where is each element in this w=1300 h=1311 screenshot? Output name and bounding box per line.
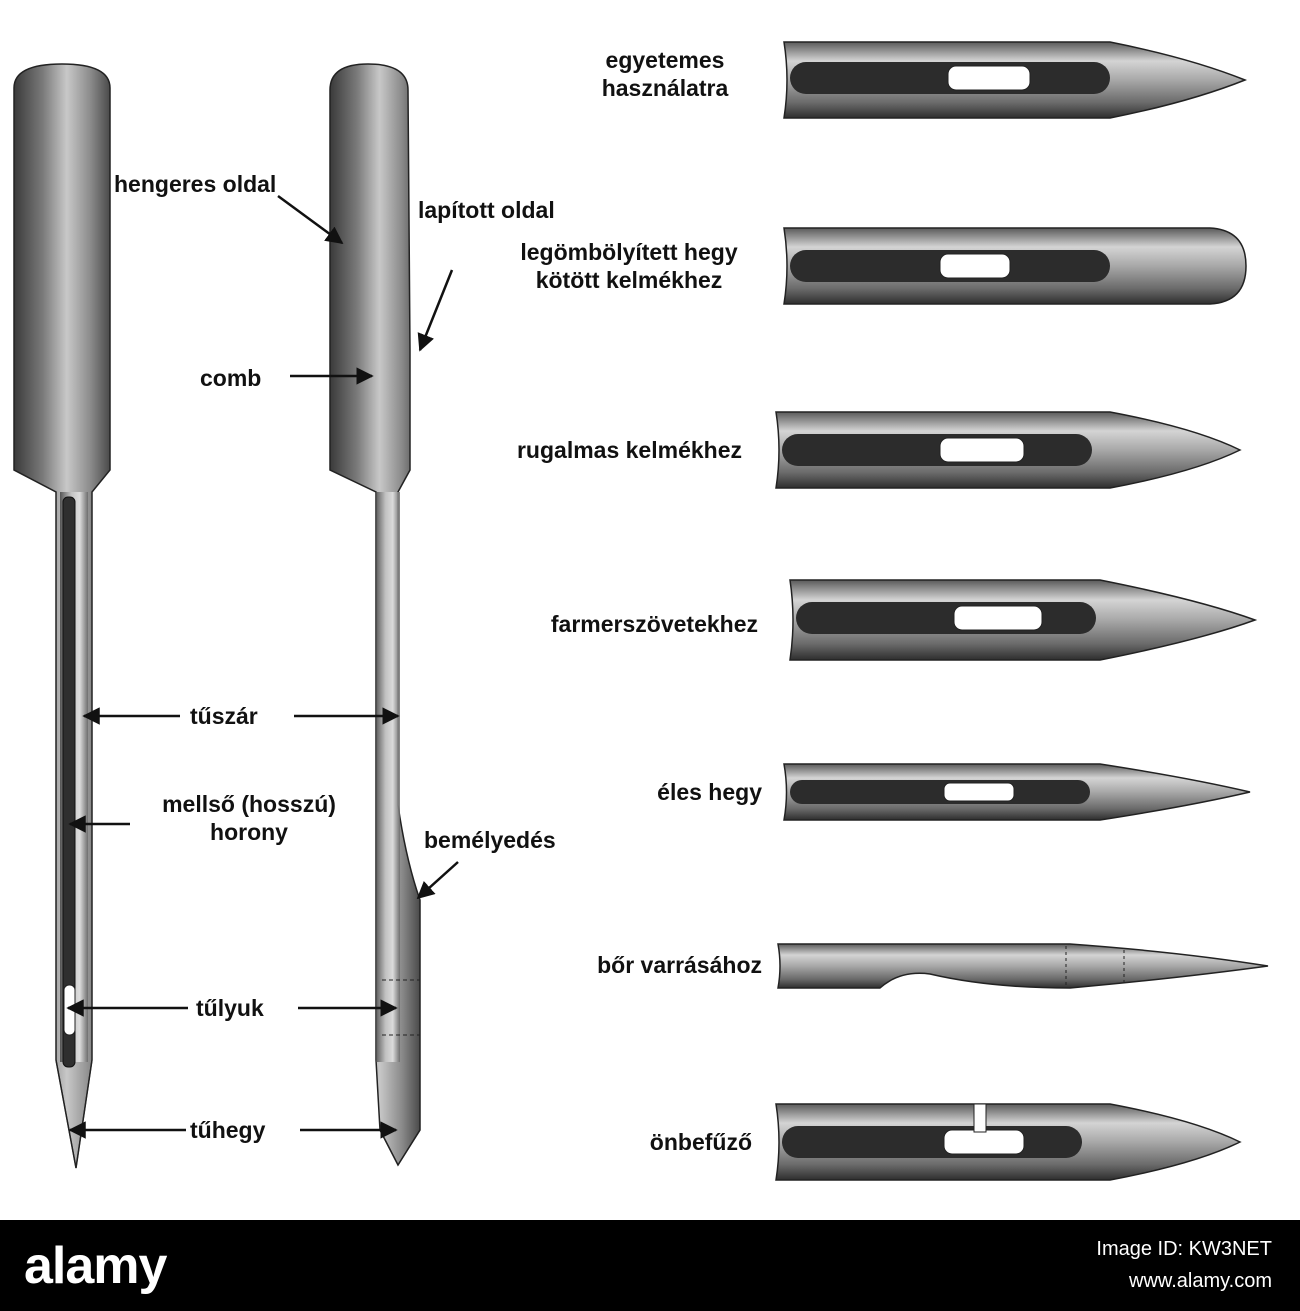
label-mellso-horony: mellső (hosszú) horony <box>124 790 374 846</box>
label-mellso-line2: horony <box>210 819 288 845</box>
label-mellso-line1: mellső (hosszú) <box>162 791 336 817</box>
needle-eye <box>939 253 1011 279</box>
needle-tip-sharp <box>783 763 1251 821</box>
needle-tip-jeans <box>789 579 1258 661</box>
type-label-ballpoint-line1: legömbölyített hegy <box>520 239 738 265</box>
needle-eye <box>939 437 1025 463</box>
type-label-self-threading: önbefűző <box>649 1129 752 1155</box>
label-lapitott-oldal: lapított oldal <box>418 197 555 223</box>
needle-tip-ballpoint <box>783 227 1247 305</box>
needle-side-view <box>329 63 421 1167</box>
type-label-ballpoint-line2: kötött kelmékhez <box>535 267 723 293</box>
type-label-stretch: rugalmas kelmékhez <box>516 437 742 463</box>
needle-eye <box>947 65 1031 91</box>
watermark-bar: alamy Image ID: KW3NET www.alamy.com <box>0 1220 1300 1311</box>
type-label-sharp: éles hegy <box>657 779 762 805</box>
needle-tip-leather <box>777 943 1269 989</box>
arrow-hengeres-oldal <box>277 194 344 245</box>
type-label-leather: bőr varrásához <box>597 952 762 978</box>
type-label-universal: egyetemes használatra <box>520 46 810 102</box>
brand-logo: alamy <box>24 1237 167 1295</box>
needle-eye <box>953 605 1043 631</box>
needle-eye <box>943 782 1015 802</box>
callout-arrows <box>66 194 459 1139</box>
label-tuhegy: tűhegy <box>190 1117 266 1143</box>
threading-slot <box>973 1103 987 1133</box>
type-label-ballpoint: legömbölyített hegy kötött kelmékhez <box>474 238 784 294</box>
site-url: www.alamy.com <box>1129 1270 1272 1292</box>
needle-tip-stretch <box>775 411 1242 489</box>
type-label-universal-line1: egyetemes <box>605 47 725 73</box>
label-tuszar: tűszár <box>190 703 258 729</box>
needle-tip-self-threading <box>775 1103 1242 1181</box>
label-tulyuk: tűlyuk <box>196 995 264 1021</box>
label-comb: comb <box>200 365 262 391</box>
needle-diagram <box>13 41 1269 1181</box>
needle-front-view <box>13 63 111 1169</box>
arrow-lapitott-oldal <box>417 269 454 352</box>
needle-eye <box>943 1129 1025 1155</box>
front-groove <box>62 496 76 1068</box>
type-label-jeans: farmerszövetekhez <box>550 611 758 637</box>
label-hengeres-oldal: hengeres oldal <box>114 171 277 197</box>
needle-eye-front <box>63 984 76 1036</box>
image-id: Image ID: KW3NET <box>1096 1238 1272 1260</box>
label-bemelyedes: bemélyedés <box>424 827 556 853</box>
arrow-bemelyedes <box>416 861 459 900</box>
type-label-universal-line2: használatra <box>601 75 729 101</box>
needle-tip-universal <box>783 41 1248 119</box>
